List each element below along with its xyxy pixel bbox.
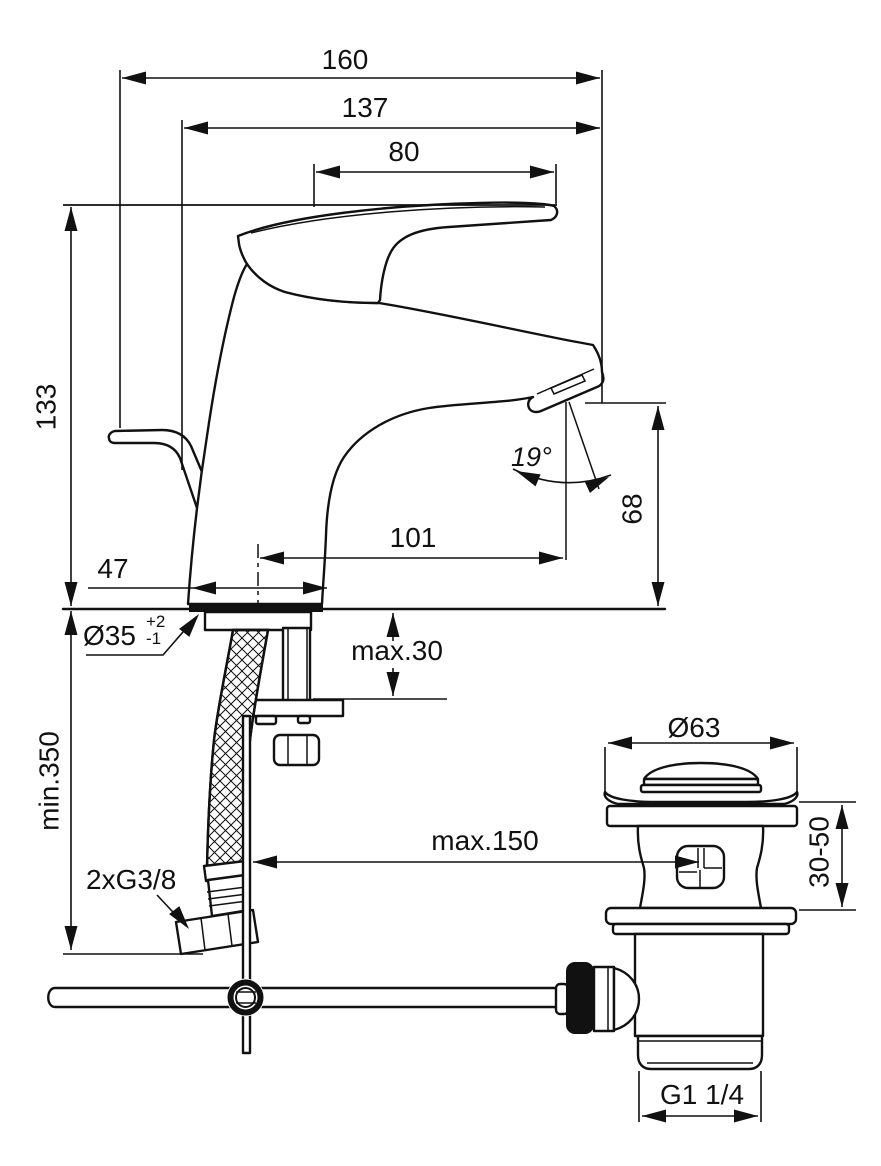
angle-19-label: 19° (511, 442, 552, 472)
dim-68-label: 68 (617, 493, 648, 524)
pop-up-rod (241, 714, 252, 1055)
rod-clamp-slot (236, 991, 256, 1004)
dim-160-label: 160 (322, 44, 369, 75)
faucet-side-view (61, 201, 667, 1055)
waste-window-crossbar (679, 848, 722, 887)
handle-lever (236, 201, 559, 305)
rod-clamp-inner (235, 987, 256, 1008)
dia-63-label: Ø63 (668, 712, 721, 743)
spout-aerator-insert (549, 374, 587, 395)
ball-joint-socket (612, 966, 641, 1032)
hose-connector-nut (174, 908, 260, 956)
extension-lines (63, 70, 856, 1122)
horizontal-linkage-rod (47, 986, 559, 1009)
waste-plug-base (639, 783, 763, 794)
dim-133-label: 133 (31, 384, 62, 431)
ball-joint-collar (592, 965, 616, 1033)
supply-hose (205, 628, 270, 870)
dimension-arrowheads (64, 71, 849, 1123)
base-gasket (189, 604, 323, 612)
washer-plate-tab (296, 714, 312, 725)
dim-47-label: 47 (97, 553, 128, 584)
dim-min350-label: min.350 (34, 731, 65, 831)
waste-plug-dome (642, 761, 760, 781)
handle-raised-ghost (107, 428, 207, 510)
angle-reference-inclined (568, 401, 600, 490)
tailpipe-thread-lines (638, 1040, 762, 1064)
waste-upper-flange (605, 804, 799, 828)
dim-max150-label: max.150 (431, 825, 538, 856)
threaded-stud (281, 626, 312, 704)
waste-lower-flange (604, 906, 798, 926)
handle-top-inner-line (250, 205, 546, 234)
ball-joint-nut (566, 962, 594, 1034)
mounting-hex-nut (272, 733, 321, 767)
waste-lower-body (633, 932, 765, 1038)
hose-thread-label: 2xG3/8 (86, 864, 176, 895)
waste-thread-label: G1 1/4 (660, 1079, 744, 1110)
waste-lower-gasket (611, 922, 791, 936)
dia-35-tolerance-plus: +2 (146, 612, 165, 631)
pop-up-linkage (47, 962, 641, 1034)
hose-nut-facets (200, 913, 233, 951)
dim-30-50-label: 30-50 (804, 816, 835, 888)
dim-137-label: 137 (342, 92, 389, 123)
dim-101-label: 101 (390, 522, 437, 553)
dia-35-tolerance-minus: -1 (146, 629, 161, 648)
hose-neck-ribs (206, 886, 248, 907)
washer-plate-tab (254, 714, 278, 726)
dia-35-label: Ø35 (83, 620, 136, 651)
rod-clamp-ring (227, 979, 264, 1016)
dim-80-label: 80 (388, 136, 419, 167)
dimension-annotations: 160 137 80 133 19° 68 101 47 Ø35 +2 -1 m… (31, 44, 856, 1123)
waste-rosette (603, 790, 799, 806)
waste-tailpipe (636, 1034, 764, 1071)
dim-max30-label: max.30 (351, 635, 443, 666)
pop-up-waste-assembly (603, 761, 799, 1071)
